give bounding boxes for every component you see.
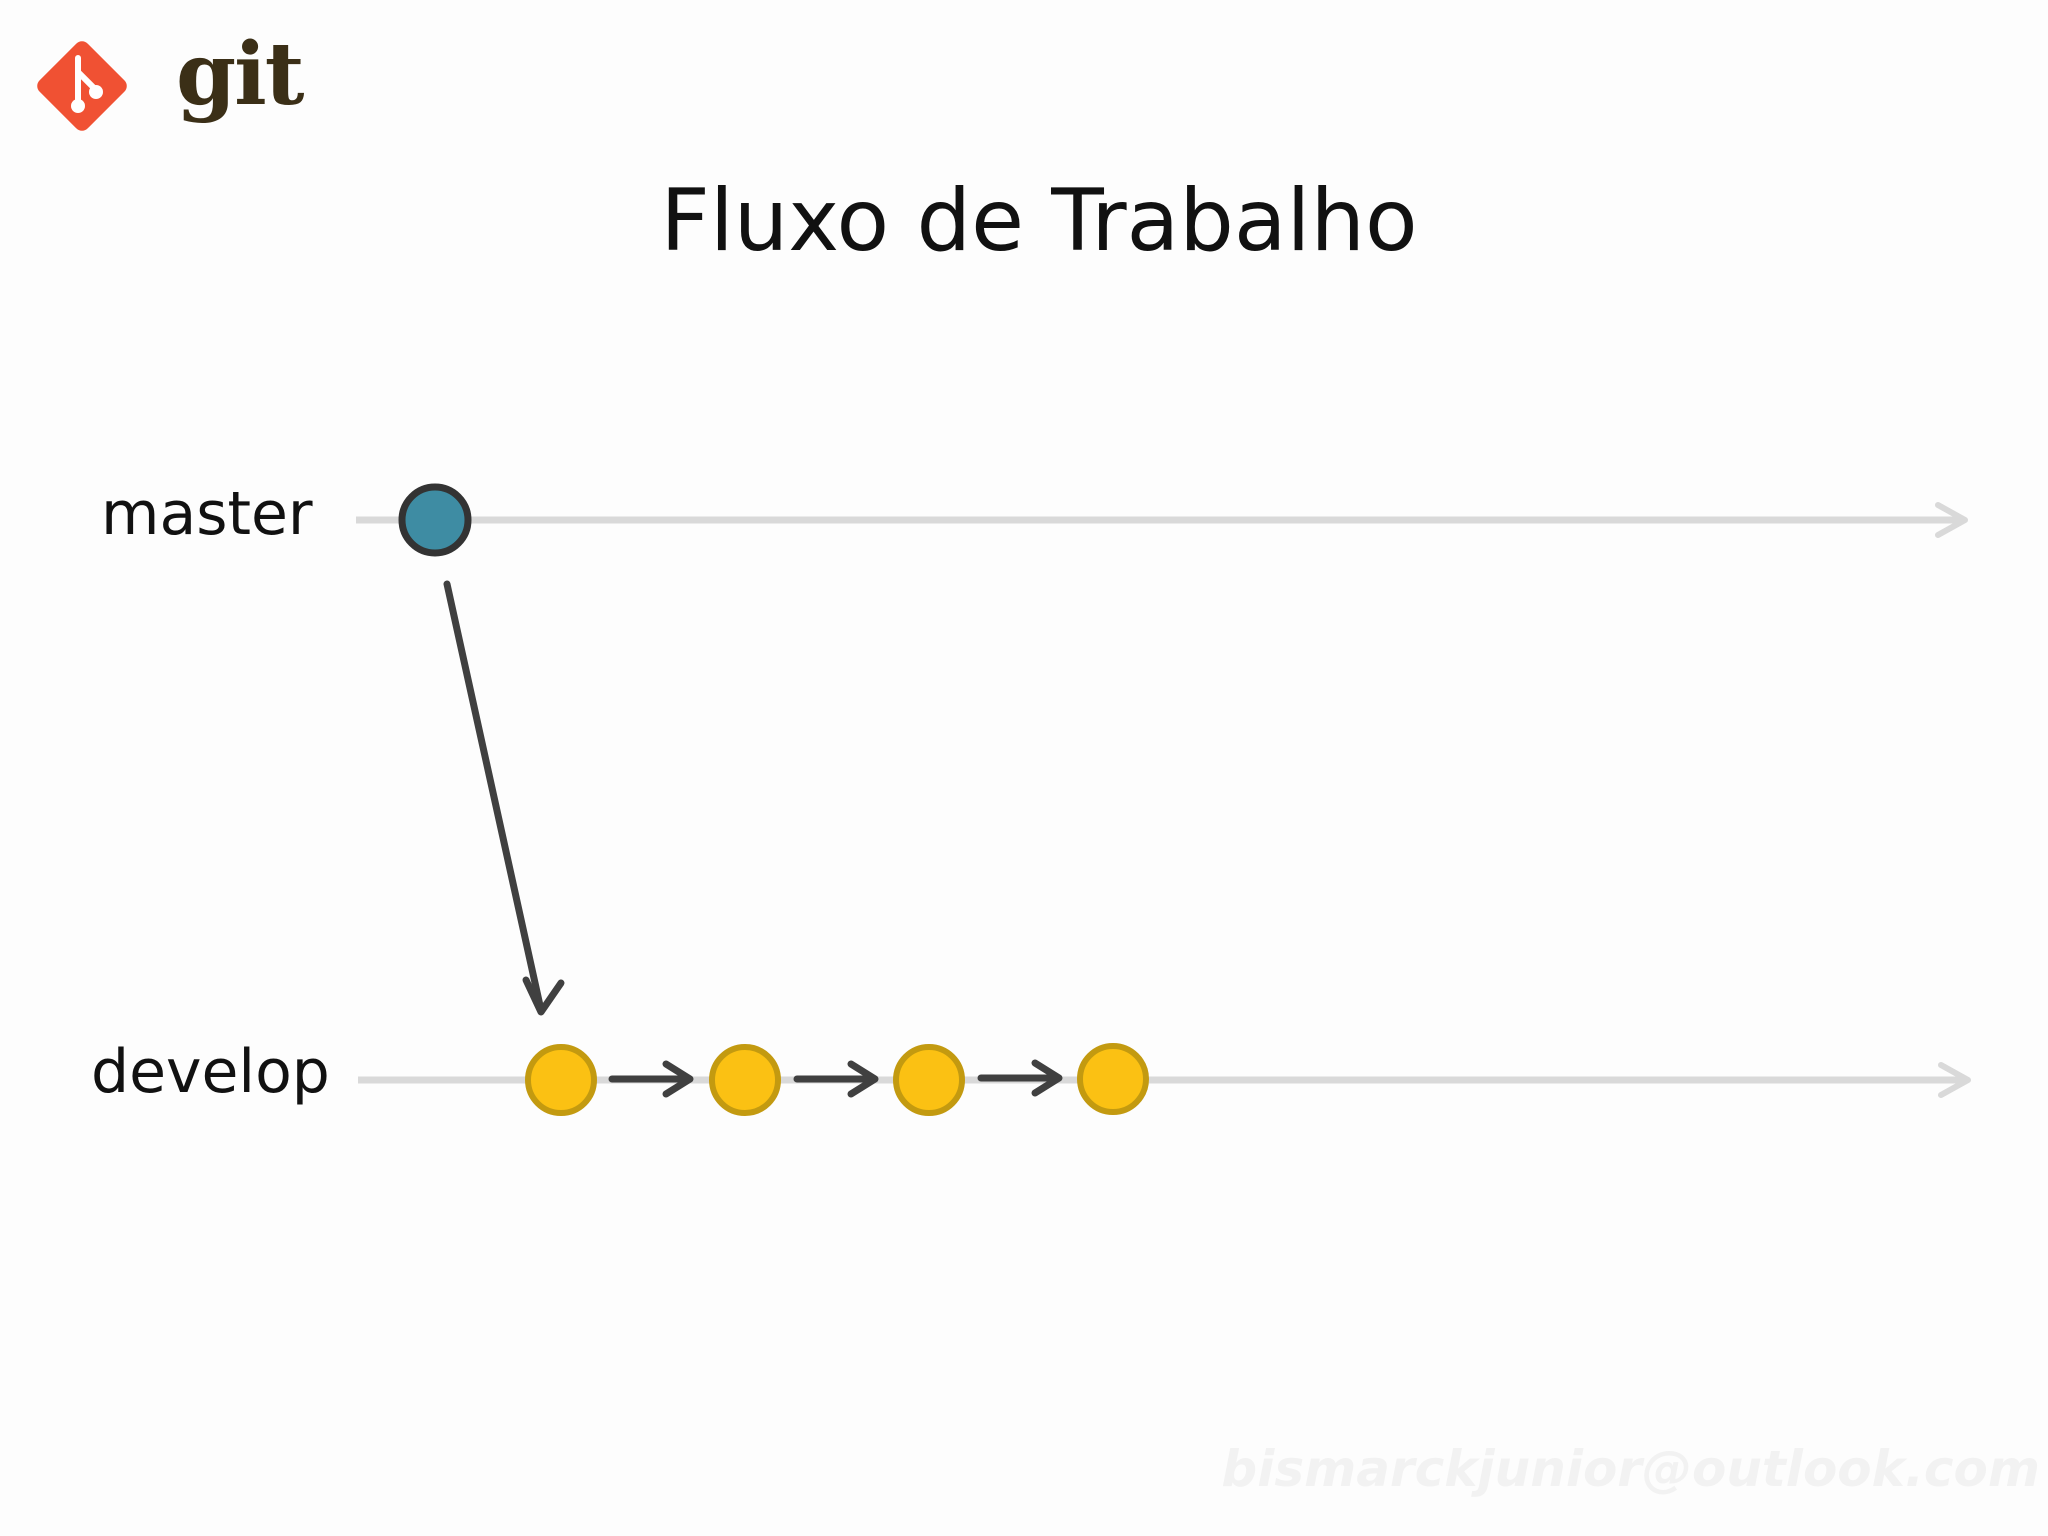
commit-arrowhead-3: [1031, 1059, 1063, 1097]
commit-arrowhead-2: [847, 1060, 879, 1098]
branch-label-master: master: [101, 479, 313, 549]
branch-off-arrow: [443, 580, 545, 1014]
branch-label-develop: develop: [91, 1037, 330, 1107]
develop-commit-2: [709, 1044, 781, 1116]
develop-commit-3: [893, 1044, 965, 1116]
slide-title: Fluxo de Trabalho: [660, 171, 1418, 271]
master-commit: [398, 483, 472, 557]
watermark: bismarckjunior@outlook.com: [1221, 1440, 2040, 1498]
git-logo: git: [34, 32, 305, 138]
master-branch-arrowhead: [1935, 502, 1968, 538]
git-wordmark: git: [176, 24, 305, 125]
git-diamond-icon: [37, 41, 127, 131]
develop-branch-arrowhead: [1938, 1062, 1971, 1098]
develop-commit-1: [525, 1044, 597, 1116]
develop-commit-4: [1077, 1043, 1149, 1115]
commit-arrowhead-1: [662, 1060, 694, 1098]
branch-off-arrowhead: [522, 976, 565, 1016]
